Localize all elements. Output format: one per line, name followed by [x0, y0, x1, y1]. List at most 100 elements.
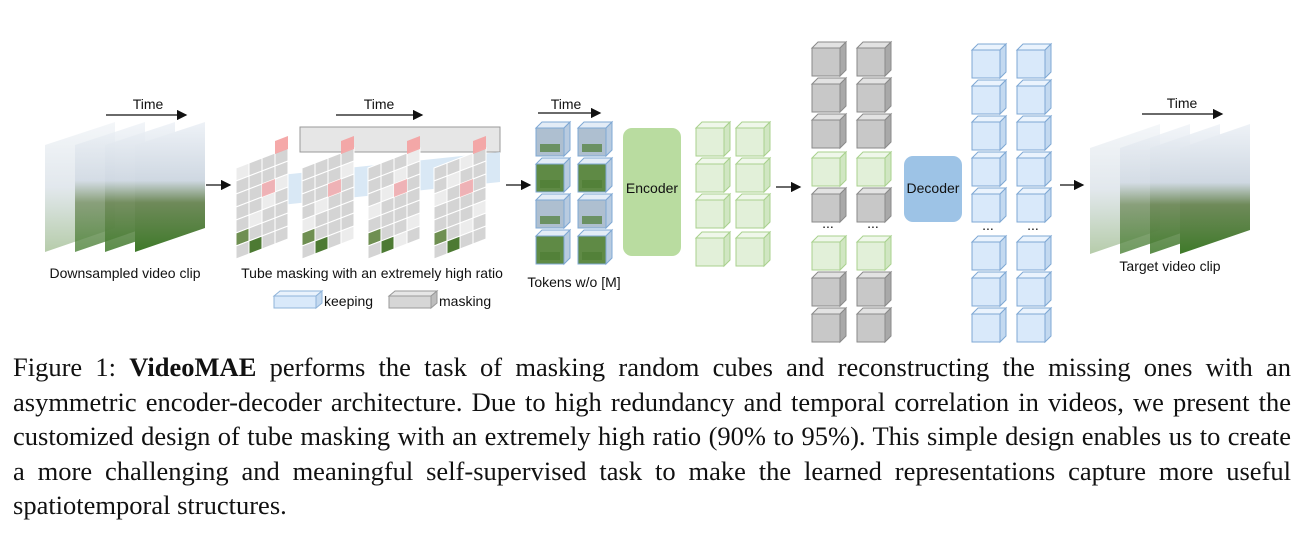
legend: keeping masking	[272, 289, 491, 310]
decoder-block: Decoder	[904, 156, 962, 222]
tube-masking-label: Tube masking with an extremely high rati…	[241, 265, 503, 281]
mask-token-cube	[810, 306, 848, 344]
masked-tube-top	[473, 136, 486, 154]
masked-tube-mid	[328, 179, 341, 197]
full-token-cubes: ... ...	[810, 40, 893, 344]
keeping-label: keeping	[324, 293, 373, 309]
token-cube	[534, 120, 572, 158]
time-label-masking: Time	[364, 96, 395, 112]
encoded-token-cubes	[694, 120, 772, 268]
ellipsis-left-2: ...	[867, 215, 879, 231]
masked-frame	[235, 136, 289, 260]
decoded-cube	[970, 270, 1008, 308]
caption-body: performs the task of masking random cube…	[13, 352, 1291, 520]
masked-tube-mid	[460, 179, 473, 197]
ellipsis-right-2: ...	[1027, 217, 1039, 233]
mask-token-cube	[810, 40, 848, 78]
encoder-label: Encoder	[626, 180, 678, 196]
masked-tube-top	[407, 136, 420, 154]
encoded-token-cube	[734, 192, 772, 230]
mask-token-cube	[855, 306, 893, 344]
token-cube	[576, 156, 614, 194]
caption-bold-term: VideoMAE	[129, 352, 257, 382]
mask-token-cube	[855, 76, 893, 114]
tokens-label: Tokens w/o [M]	[527, 274, 620, 290]
masked-tube-mid	[262, 179, 275, 197]
decoded-cube	[970, 78, 1008, 116]
decoded-cube	[1015, 78, 1053, 116]
decoded-cube	[1015, 150, 1053, 188]
decoded-cube	[970, 186, 1008, 224]
mask-token-cube	[810, 76, 848, 114]
encoder-box	[623, 128, 681, 256]
decoded-cube	[1015, 234, 1053, 272]
tube-masking-block: Time Tube masking with an extremely high…	[235, 96, 503, 310]
encoded-token-cube	[734, 230, 772, 268]
mask-token-cube	[855, 270, 893, 308]
visible-token-cube	[855, 234, 893, 272]
masked-tube-mid	[394, 179, 407, 197]
downsampled-label: Downsampled video clip	[50, 265, 201, 281]
mask-token-cube	[855, 40, 893, 78]
masking-swatch-icon	[388, 295, 432, 309]
legend-keeping: keeping	[272, 289, 373, 310]
token-cube	[576, 192, 614, 230]
token-cube	[534, 228, 572, 266]
visible-token-cube	[855, 150, 893, 188]
tokens-block: Time Tokens w/o [M]	[527, 96, 620, 290]
masked-tube-top	[341, 136, 354, 154]
time-arrow-target: Time	[1142, 95, 1224, 120]
time-arrow-masking: Time	[336, 96, 424, 121]
figure-caption: Figure 1: VideoMAE performs the task of …	[13, 350, 1291, 523]
visible-token-cube	[810, 234, 848, 272]
input-video-clip: Time Downsampled video clip	[45, 96, 205, 281]
masking-label: masking	[439, 293, 491, 309]
mask-token-cube	[810, 186, 848, 224]
encoder-block: Encoder	[623, 128, 681, 256]
visible-token-cubes	[534, 120, 614, 266]
visible-token-cube	[810, 150, 848, 188]
masked-frame	[433, 136, 487, 260]
legend-masking: masking	[387, 289, 491, 310]
masked-frames	[235, 136, 487, 260]
time-label-input: Time	[133, 96, 164, 112]
encoded-token-cube	[694, 230, 732, 268]
decoded-cube	[970, 114, 1008, 152]
videomae-diagram: Time Downsampled video clip Time Tube ma…	[45, 40, 1250, 344]
mask-token-cube	[810, 112, 848, 150]
time-label-tokens: Time	[551, 96, 582, 112]
keeping-swatch-icon	[273, 295, 317, 309]
decoded-cube	[1015, 186, 1053, 224]
caption-prefix: Figure 1:	[13, 352, 130, 382]
mask-token-cube	[810, 270, 848, 308]
encoded-token-cube	[694, 120, 732, 158]
ellipsis-left-1: ...	[822, 215, 834, 231]
time-arrow-tokens: Time	[538, 96, 602, 119]
decoded-cube	[970, 42, 1008, 80]
masked-tube-top	[275, 136, 288, 154]
masked-frame	[367, 136, 421, 260]
mask-token-cube	[855, 112, 893, 150]
token-cube	[576, 228, 614, 266]
time-label-target: Time	[1167, 95, 1198, 111]
time-arrow-input: Time	[106, 96, 188, 121]
encoded-token-cube	[694, 156, 732, 194]
token-cube	[534, 156, 572, 194]
ellipsis-right-1: ...	[982, 217, 994, 233]
encoded-token-cube	[694, 192, 732, 230]
decoded-cube	[970, 306, 1008, 344]
masked-frame	[301, 136, 355, 260]
encoded-token-cube	[734, 156, 772, 194]
token-cube	[534, 192, 572, 230]
decoder-label: Decoder	[907, 180, 960, 196]
decoded-cube	[1015, 42, 1053, 80]
decoded-cube	[970, 150, 1008, 188]
target-video-clip: Time Target video clip	[1090, 95, 1250, 274]
decoded-cube	[1015, 306, 1053, 344]
decoded-cubes: ... ...	[970, 42, 1053, 344]
target-label: Target video clip	[1119, 258, 1220, 274]
decoder-box	[904, 156, 962, 222]
decoded-cube	[1015, 270, 1053, 308]
token-cube	[576, 120, 614, 158]
encoded-token-cube	[734, 120, 772, 158]
